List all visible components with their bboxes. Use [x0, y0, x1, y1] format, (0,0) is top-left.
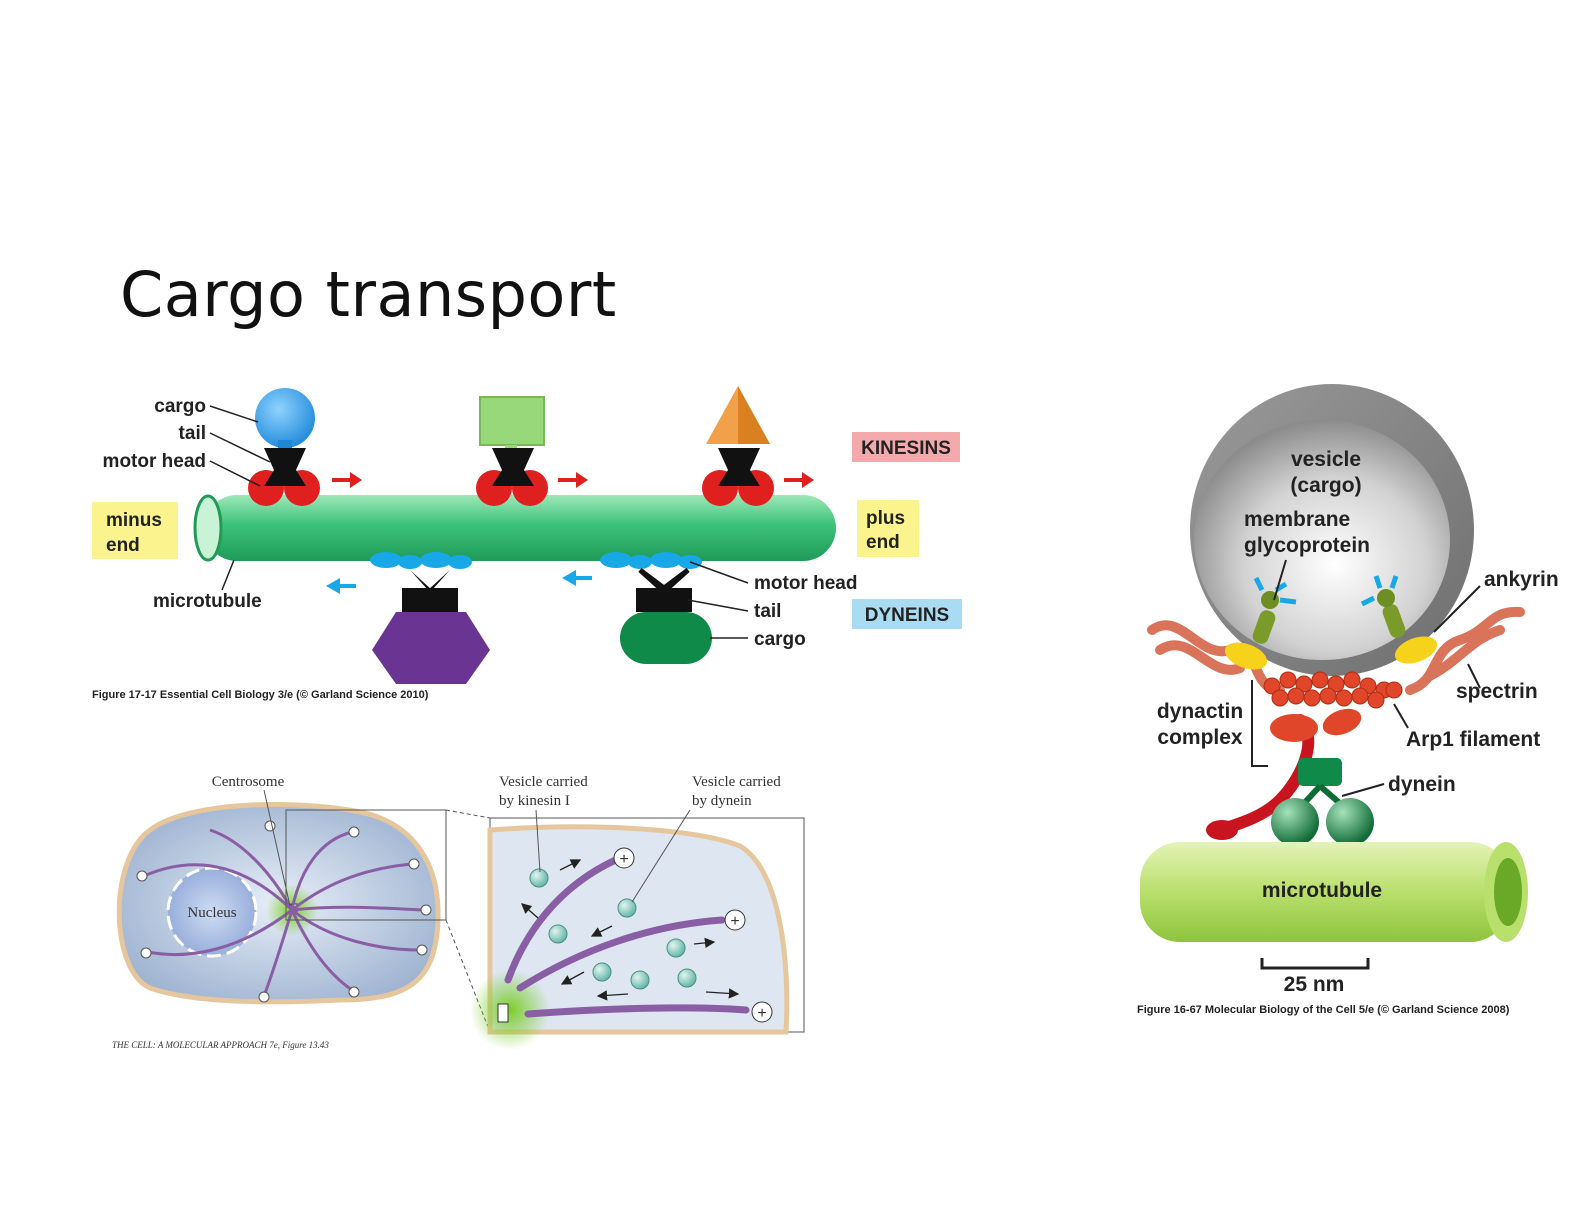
microtubule-rod	[204, 495, 836, 561]
svg-text:+: +	[730, 913, 739, 930]
kinesin-motor-3	[702, 386, 814, 506]
dynein-stalk	[1298, 758, 1342, 786]
zoom-plus-markers: + + +	[613, 847, 773, 1023]
vesicle-kinesin-label-1: Vesicle carried	[499, 774, 588, 790]
kinesin-motor-2	[476, 396, 588, 506]
arp1-label: Arp1 filament	[1406, 728, 1540, 751]
svg-text:+: +	[619, 851, 628, 868]
kinesin-motor-1	[248, 388, 362, 506]
spectrin-label: spectrin	[1456, 680, 1538, 703]
figure-17-17-caption: Figure 17-17 Essential Cell Biology 3/e …	[92, 689, 429, 701]
cell-transport-figure: + + + Centrosome Nucleus Vesicle carried…	[112, 774, 805, 1050]
membrane-label-1: membrane	[1244, 508, 1350, 531]
kinesins-label: KINESINS	[861, 438, 951, 459]
cell-microtubules	[143, 828, 425, 997]
slide-title: Cargo transport	[120, 258, 617, 331]
membrane-label-2: glycoprotein	[1244, 534, 1370, 557]
leader-lines-fig3	[1251, 559, 1481, 797]
plus-end-box	[857, 500, 919, 557]
plus-end-markers-small	[136, 820, 432, 1003]
nucleus	[166, 866, 258, 958]
dynein-cargo-label: cargo	[754, 629, 806, 650]
dynein-head-left	[1271, 798, 1319, 846]
ankyrin-right	[1394, 636, 1438, 664]
spectrin	[1147, 606, 1525, 695]
scale-label: 25 nm	[1284, 973, 1345, 996]
microtubule-end-cap	[193, 494, 223, 562]
centrosome-label: Centrosome	[212, 774, 285, 790]
dynactin-label-2: complex	[1157, 726, 1243, 749]
dynactin-label-1: dynactin	[1157, 700, 1243, 723]
svg-text:+: +	[757, 1005, 766, 1022]
vesicle-kinesin-label-2: by kinesin I	[499, 793, 570, 809]
tail-label: tail	[179, 423, 206, 444]
microtubule-cylinder	[1140, 842, 1510, 942]
kinesins-box	[852, 432, 960, 462]
dyneins-label: DYNEINS	[865, 605, 949, 626]
motor-head-label: motor head	[103, 451, 206, 472]
minus-end-label-1: minus	[106, 510, 162, 531]
ankyrin-left	[1224, 642, 1268, 670]
kinesin-dynein-figure: cargo tail motor head minus end plus end…	[92, 386, 962, 701]
dynein-head-right	[1326, 798, 1374, 846]
nucleus-label: Nucleus	[187, 905, 236, 921]
vesicle-label-2: (cargo)	[1290, 474, 1361, 497]
figure-13-43-caption: THE CELL: A MOLECULAR APPROACH 7e, Figur…	[112, 1040, 329, 1050]
cargo-label: cargo	[154, 396, 206, 417]
minus-end-box	[92, 502, 178, 559]
vesicle-dynein-label-2: by dynein	[692, 793, 752, 809]
arp1-filament	[1263, 671, 1403, 709]
dynactin-figure: vesicle (cargo) membrane glycoprotein an…	[1137, 384, 1559, 1016]
dyneins-box	[852, 599, 962, 629]
plus-end-label-2: end	[866, 532, 900, 553]
plus-end-label-1: plus	[866, 508, 905, 529]
ankyrin-label: ankyrin	[1484, 568, 1559, 591]
microtubule-label-fig3: microtubule	[1262, 879, 1382, 902]
leader-lines-fig1	[209, 405, 749, 639]
dynein-motor-head-label: motor head	[754, 573, 857, 594]
minus-end-label-2: end	[106, 535, 140, 556]
zoom-arrows	[521, 859, 740, 1001]
microtubule-label: microtubule	[153, 591, 262, 612]
dynein-motor-1	[326, 552, 490, 684]
zoom-box	[285, 809, 447, 921]
figure-16-67-caption: Figure 16-67 Molecular Biology of the Ce…	[1137, 1004, 1510, 1016]
scale-bar	[1260, 958, 1370, 970]
dynein-tail-label: tail	[754, 601, 781, 622]
vesicle-dynein-label-1: Vesicle carried	[692, 774, 781, 790]
dynein-label: dynein	[1388, 773, 1456, 796]
vesicle-label-1: vesicle	[1291, 448, 1361, 471]
dynein-motor-2	[562, 552, 712, 664]
zoom-microtubules	[504, 854, 750, 1018]
zoom-vesicles	[529, 868, 697, 990]
